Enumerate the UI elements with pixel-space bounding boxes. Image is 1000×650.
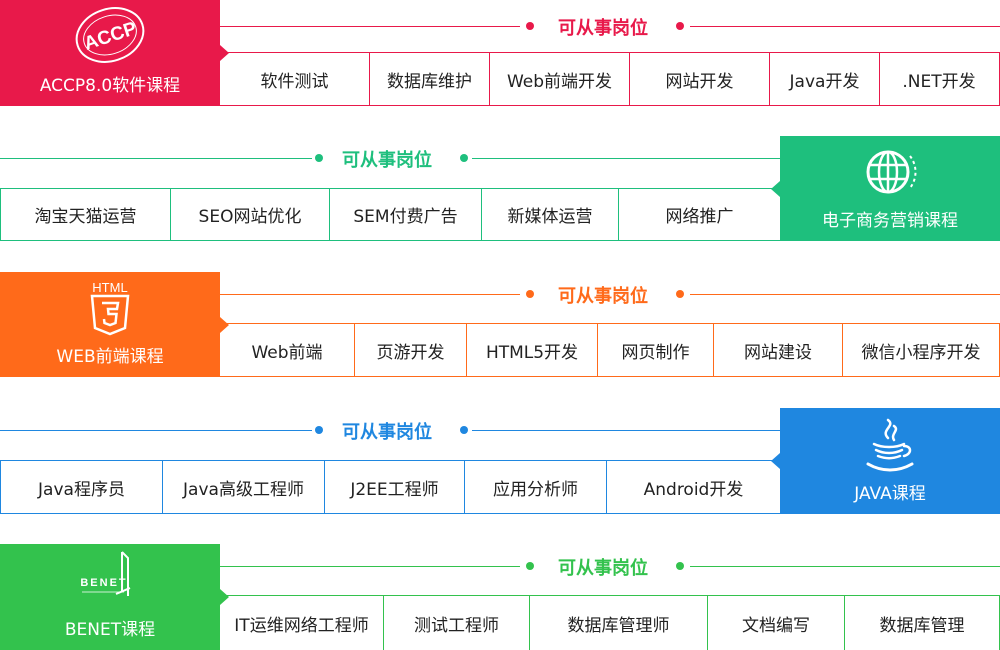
title-dot-left [315, 154, 323, 162]
title-line-left [220, 294, 520, 295]
course-block-java[interactable]: JAVA课程 [771, 408, 1000, 514]
course-row-benet: BENET BENET课程 可从事岗位 IT运维网络工程师 测试工程师 数据库管… [0, 544, 1000, 650]
jobs-list: Java程序员 Java高级工程师 J2EE工程师 应用分析师 Android开… [0, 460, 780, 514]
accp-badge-icon: ACCP [72, 6, 148, 69]
title-dot-right [676, 562, 684, 570]
title-line-right [690, 566, 1000, 567]
course-block-web[interactable]: HTML WEB前端课程 [0, 272, 229, 377]
title-dot-left [526, 22, 534, 30]
job-item[interactable]: 网络推广 [665, 207, 734, 227]
benet-logo-icon: BENET [78, 550, 142, 605]
job-item[interactable]: Web前端 [220, 324, 355, 376]
jobs-title: 可从事岗位 [558, 286, 648, 307]
title-dot-left [315, 426, 323, 434]
title-dot-left [526, 562, 534, 570]
pointer-arrow [220, 589, 229, 605]
job-item[interactable]: 网页制作 [598, 324, 714, 376]
job-item[interactable]: 文档编写 [708, 596, 845, 650]
job-item[interactable]: 应用分析师 [465, 461, 607, 513]
pointer-arrow [771, 453, 780, 469]
job-item[interactable]: 数据库管理师 [530, 596, 708, 650]
job-item[interactable]: 数据库管理 [879, 615, 965, 636]
course-title: 电子商务营销课程 [822, 211, 958, 231]
job-item[interactable]: HTML5开发 [467, 324, 598, 376]
jobs-title: 可从事岗位 [558, 558, 648, 579]
java-cup-icon [864, 418, 916, 479]
globe-icon [864, 146, 920, 203]
job-item[interactable]: SEM付费广告 [330, 189, 482, 240]
job-item[interactable]: Java程序员 [1, 461, 163, 513]
course-row-web: HTML WEB前端课程 可从事岗位 Web前端 页游开发 HTML5开发 网页… [0, 272, 1000, 377]
jobs-title: 可从事岗位 [558, 18, 648, 39]
title-line-right [690, 26, 1000, 27]
title-dot-left [526, 290, 534, 298]
jobs-list: IT运维网络工程师 测试工程师 数据库管理师 文档编写 数据库管理 [220, 595, 1000, 650]
title-line-right [472, 430, 780, 431]
job-item[interactable]: Android开发 [643, 479, 744, 500]
job-item[interactable]: 微信小程序开发 [861, 342, 981, 363]
title-dot-right [676, 22, 684, 30]
course-row-ecommerce: 可从事岗位 淘宝天猫运营 SEO网站优化 SEM付费广告 新媒体运营 网络推广 … [0, 136, 1000, 241]
course-title: ACCP8.0软件课程 [39, 76, 181, 96]
job-item[interactable]: 淘宝天猫运营 [1, 189, 171, 240]
title-dot-right [460, 426, 468, 434]
job-item[interactable]: 新媒体运营 [482, 189, 619, 240]
course-title: WEB前端课程 [56, 347, 164, 367]
jobs-list: 软件测试 数据库维护 Web前端开发 网站开发 Java开发 .NET开发 [220, 52, 1000, 106]
job-item[interactable]: SEO网站优化 [171, 189, 330, 240]
course-block-accp[interactable]: ACCP ACCP8.0软件课程 [0, 0, 229, 106]
jobs-title: 可从事岗位 [342, 422, 432, 443]
job-item[interactable]: .NET开发 [902, 71, 976, 92]
course-row-java: 可从事岗位 Java程序员 Java高级工程师 J2EE工程师 应用分析师 An… [0, 408, 1000, 514]
course-row-accp: ACCP ACCP8.0软件课程 可从事岗位 软件测试 数据库维护 Web前端开… [0, 0, 1000, 106]
course-block-benet[interactable]: BENET BENET课程 [0, 544, 229, 650]
pointer-arrow [220, 45, 229, 61]
job-item[interactable]: 测试工程师 [384, 596, 530, 650]
title-line-left [0, 158, 312, 159]
title-dot-right [460, 154, 468, 162]
jobs-list: Web前端 页游开发 HTML5开发 网页制作 网站建设 微信小程序开发 [220, 323, 1000, 377]
pointer-arrow [220, 316, 229, 333]
html5-shield-icon: HTML [88, 278, 132, 341]
title-line-right [690, 294, 1000, 295]
job-item[interactable]: Java开发 [770, 53, 880, 105]
benet-badge-text: BENET [80, 577, 127, 589]
jobs-title: 可从事岗位 [342, 150, 432, 171]
course-block-ecommerce[interactable]: 电子商务营销课程 [771, 136, 1000, 241]
title-line-right [472, 158, 780, 159]
job-item[interactable]: J2EE工程师 [325, 461, 465, 513]
job-item[interactable]: Web前端开发 [490, 53, 630, 105]
accp-badge-text: ACCP [82, 18, 140, 55]
job-item[interactable]: IT运维网络工程师 [220, 596, 384, 650]
title-dot-right [676, 290, 684, 298]
job-item[interactable]: 网站建设 [714, 324, 843, 376]
pointer-arrow [771, 180, 780, 197]
jobs-list: 淘宝天猫运营 SEO网站优化 SEM付费广告 新媒体运营 网络推广 [0, 188, 780, 241]
job-item[interactable]: 软件测试 [220, 53, 370, 105]
course-title: BENET课程 [64, 620, 156, 640]
title-line-left [220, 26, 520, 27]
job-item[interactable]: 数据库维护 [370, 53, 490, 105]
title-line-left [0, 430, 312, 431]
title-line-left [220, 566, 520, 567]
course-title: JAVA课程 [854, 484, 926, 504]
job-item[interactable]: 网站开发 [630, 53, 770, 105]
job-item[interactable]: Java高级工程师 [163, 461, 325, 513]
html5-badge-text: HTML [92, 280, 127, 295]
job-item[interactable]: 页游开发 [355, 324, 467, 376]
